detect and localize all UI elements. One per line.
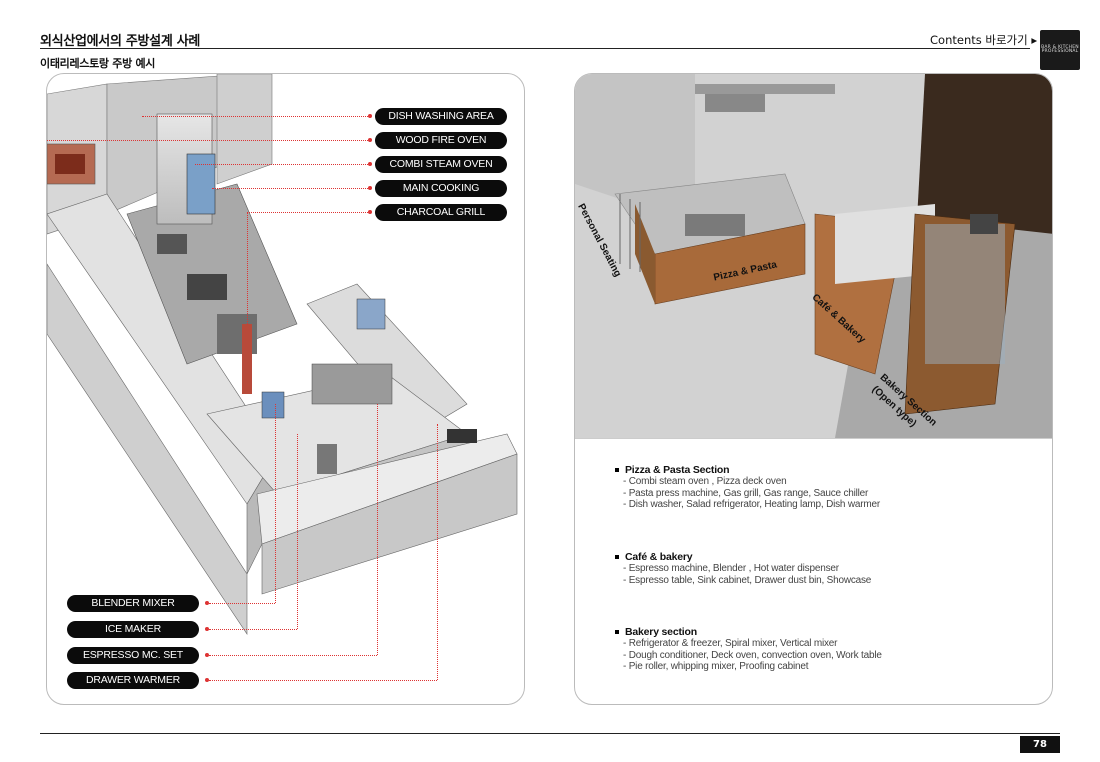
header-rule [40, 48, 1030, 49]
leader-line [247, 212, 368, 213]
leader-line [209, 680, 437, 681]
leader-line [142, 116, 368, 117]
leader-dot [205, 601, 209, 605]
contents-link[interactable]: Contents 바로가기 ▸ [930, 33, 1038, 47]
section-bakery: Bakery section - Refrigerator & freezer,… [615, 626, 882, 673]
label-main-cooking: MAIN COOKING [375, 180, 507, 197]
label-dish-washing-area: DISH WASHING AREA [375, 108, 507, 125]
leader-line [212, 188, 368, 189]
page-number: 78 [1020, 736, 1060, 753]
leader-dot [205, 627, 209, 631]
logo-text: BAR & KITCHEN PROFESSIONAL [1041, 44, 1079, 54]
equipment-line: - Espresso table, Sink cabinet, Drawer d… [623, 574, 872, 586]
bullet-square-icon [615, 468, 619, 472]
brand-logo: BAR & KITCHEN PROFESSIONAL [1040, 30, 1080, 70]
leader-dot [205, 678, 209, 682]
leader-line [209, 655, 377, 656]
equipment-line: - Dish washer, Salad refrigerator, Heati… [623, 499, 880, 510]
label-blender-mixer: BLENDER MIXER [67, 595, 199, 612]
leader-line [247, 212, 248, 324]
label-espresso-mc-set: ESPRESSO MC. SET [67, 647, 199, 664]
kitchen-3d-illustration [47, 74, 518, 635]
bullet-square-icon [615, 555, 619, 559]
equipment-line: - Dough conditioner, Deck oven, convecti… [623, 649, 882, 661]
leader-line [209, 603, 275, 604]
section-heading: Pizza & Pasta Section [615, 464, 880, 476]
section-divider [575, 438, 1052, 439]
leader-line [209, 629, 297, 630]
restaurant-render-svg [575, 74, 1052, 438]
section-heading: Bakery section [615, 626, 882, 638]
section-pizza-pasta: Pizza & Pasta Section - Combi steam oven… [615, 464, 880, 511]
label-combi-steam-oven: COMBI STEAM OVEN [375, 156, 507, 173]
leader-dot [368, 114, 372, 118]
label-wood-fire-oven: WOOD FIRE OVEN [375, 132, 507, 149]
page-subtitle: 이태리레스토랑 주방 예시 [40, 57, 156, 70]
label-charcoal-grill: CHARCOAL GRILL [375, 204, 507, 221]
equipment-line: - Pasta press machine, Gas grill, Gas ra… [623, 487, 869, 499]
restaurant-3d-render: Personal Seating Pizza & Pasta Café & Ba… [575, 74, 1052, 438]
leader-line [47, 140, 368, 141]
footer-rule [40, 733, 1060, 734]
label-drawer-warmer: DRAWER WARMER [67, 672, 199, 689]
kitchen-layout-panel: DISH WASHING AREA WOOD FIRE OVEN COMBI S… [46, 73, 525, 705]
leader-line [297, 434, 298, 629]
equipment-line: - Refrigerator & freezer, Spiral mixer, … [623, 638, 838, 649]
leader-line [377, 404, 378, 655]
leader-dot [368, 186, 372, 190]
section-cafe-bakery: Café & bakery - Espresso machine, Blende… [615, 551, 871, 586]
leader-dot [368, 138, 372, 142]
equipment-line: - Combi steam oven , Pizza deck oven [623, 476, 787, 487]
leader-line [195, 164, 368, 165]
leader-dot [368, 210, 372, 214]
equipment-line: - Espresso machine, Blender , Hot water … [623, 563, 839, 574]
leader-dot [368, 162, 372, 166]
restaurant-overview-panel: Personal Seating Pizza & Pasta Café & Ba… [574, 73, 1053, 705]
leader-dot [205, 653, 209, 657]
page-title: 외식산업에서의 주방설계 사례 [40, 34, 201, 49]
equipment-line: - Pie roller, whipping mixer, Proofing c… [623, 661, 809, 672]
leader-line [275, 404, 276, 603]
leader-line [437, 424, 438, 680]
section-heading: Café & bakery [615, 551, 871, 563]
bullet-square-icon [615, 630, 619, 634]
label-ice-maker: ICE MAKER [67, 621, 199, 638]
